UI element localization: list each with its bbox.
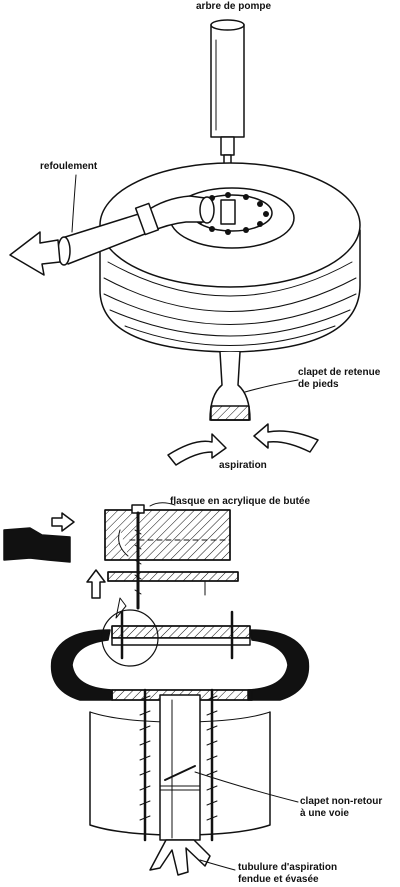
flared-suction-tube bbox=[149, 839, 211, 876]
label-check-valve-line1: clapet non-retour bbox=[300, 796, 383, 807]
label-foot-valve-line2: de pieds bbox=[298, 379, 339, 390]
label-suction-tube-line2: fendue et évasée bbox=[238, 874, 319, 885]
hand-icon bbox=[3, 527, 71, 563]
label-acrylic-flange: flasque en acrylique de butée bbox=[170, 496, 311, 507]
discharge-arrow bbox=[9, 231, 61, 276]
bottom-figure bbox=[3, 502, 310, 876]
label-suction-tube-line1: tubulure d'aspiration bbox=[238, 862, 338, 873]
label-discharge: refoulement bbox=[40, 161, 98, 172]
suction-arrow-left bbox=[167, 433, 227, 466]
foot-valve bbox=[209, 351, 251, 421]
label-check-valve-line2: à une voie bbox=[300, 808, 349, 819]
tire bbox=[99, 162, 361, 353]
top-figure bbox=[9, 19, 361, 466]
suction-arrow-right bbox=[253, 423, 319, 453]
label-pump-shaft: arbre de pompe bbox=[196, 1, 272, 12]
push-arrow-right bbox=[51, 512, 75, 532]
label-suction: aspiration bbox=[219, 460, 267, 471]
discharge-hose bbox=[57, 195, 215, 266]
flange-detail bbox=[104, 504, 239, 610]
housing bbox=[89, 694, 271, 841]
tire-section bbox=[50, 609, 310, 842]
label-foot-valve-line1: clapet de retenue bbox=[298, 367, 381, 378]
push-arrow-up bbox=[86, 569, 106, 599]
